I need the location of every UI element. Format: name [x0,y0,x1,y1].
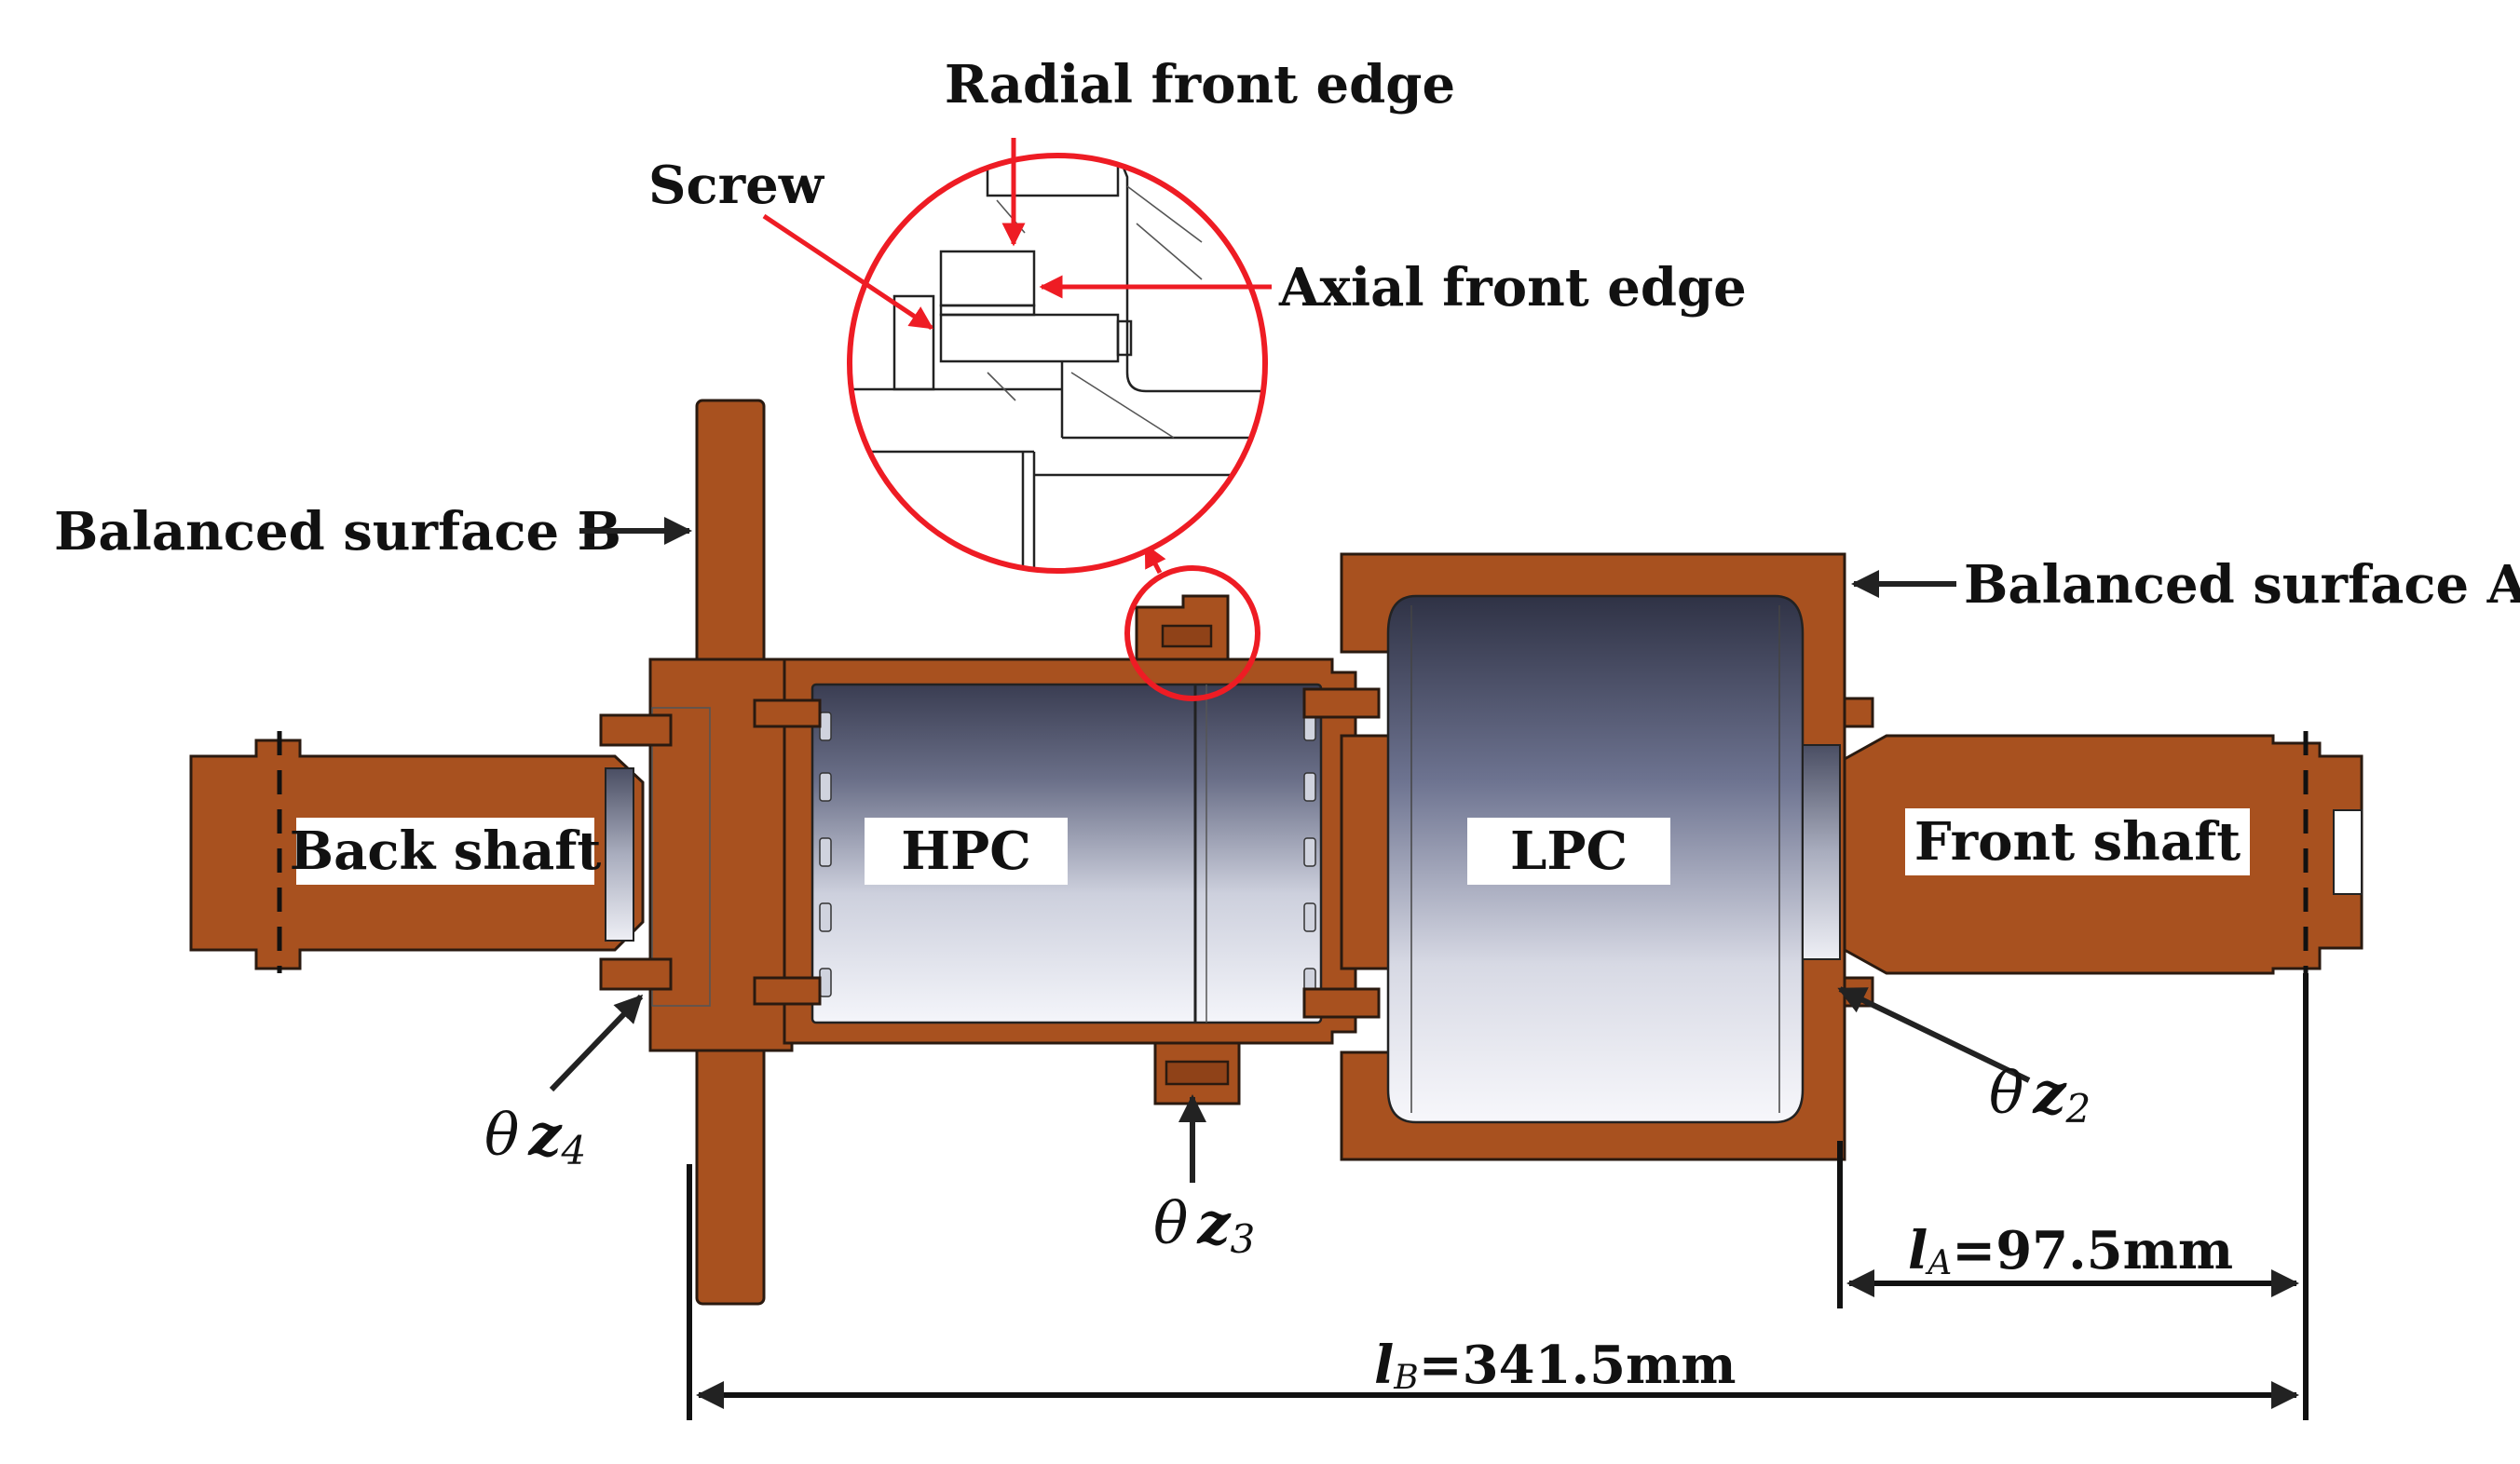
theta-z4-arrow [549,994,644,1092]
balanced-surface-b-label: Balanced surface B [54,501,621,563]
balanced-surface-labels: Balanced surface B Balanced surface A [54,501,2520,616]
back-shaft-label: Back shaft [290,820,602,882]
part-labels: Back shaft HPC LPC Front shaft [290,808,2250,885]
zoom-circle [847,153,1268,574]
screw-arrow [762,213,934,331]
flange-disk-icon [648,399,794,1306]
theta-z2-arrow [1837,986,2031,1083]
lpc-label-bg [1467,818,1670,885]
front-shaft-label-bg [1905,808,2250,875]
lpc-label: LPC [1510,820,1628,882]
zoom-callout: Radial front edge Axial front edge Screw [648,54,1747,701]
back-shaft-label-bg [296,818,594,885]
hpc-label-bg [865,818,1068,885]
lb-dimension-label: lB=341.5mm [1374,1335,1737,1397]
hpc-label: HPC [901,820,1031,882]
screw-label: Screw [648,155,825,216]
radial-front-edge-label: Radial front edge [945,54,1455,115]
balanced-surface-a-label: Balanced surface A [1964,554,2520,616]
front-shaft-label: Front shaft [1914,811,2241,873]
zoom-detail [850,156,1265,571]
zoom-source-circle [1124,565,1260,701]
la-dimension-label: lA=97.5mm [1908,1220,2233,1282]
axial-front-edge-label: Axial front edge [1278,257,1747,319]
dimensions: lA=97.5mm lB=341.5mm [687,973,2309,1420]
bolt-icon [819,712,1316,997]
